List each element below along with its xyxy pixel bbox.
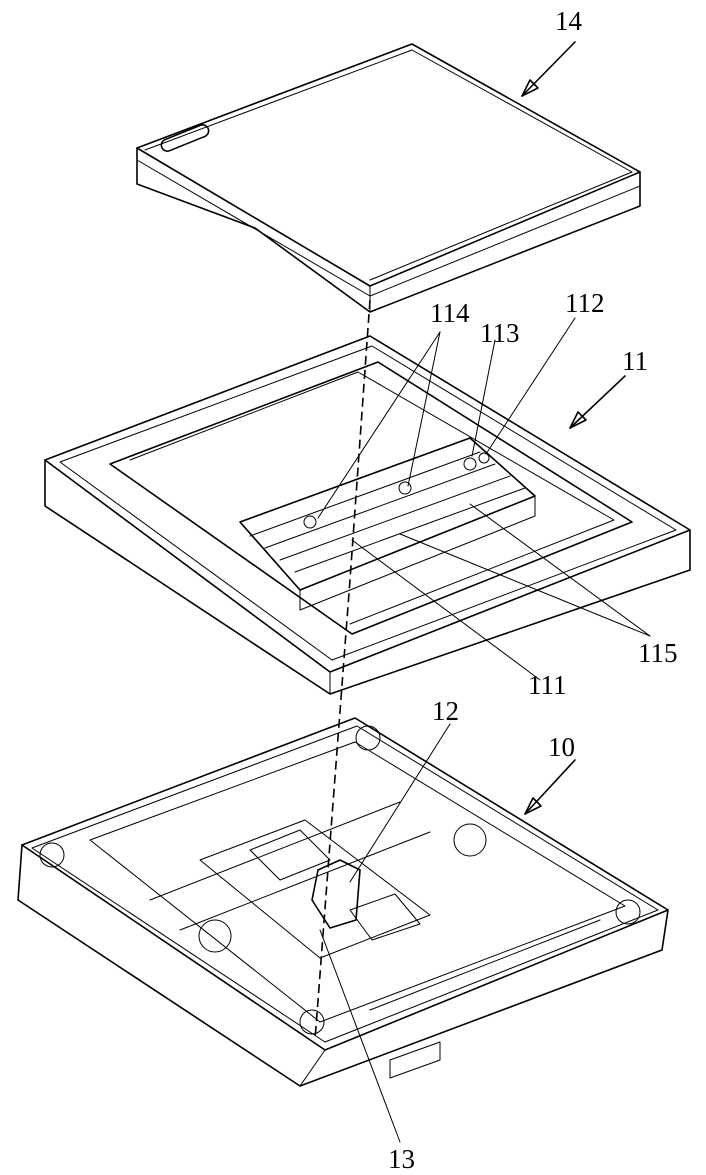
leader-lines [318, 42, 650, 1142]
base [18, 718, 668, 1086]
alignment-axis [315, 300, 370, 1040]
label-111: 111 [528, 670, 567, 700]
frame [45, 336, 690, 694]
cover-plate [137, 44, 640, 312]
label-11: 11 [622, 346, 648, 376]
label-10: 10 [548, 732, 575, 762]
label-12: 12 [432, 696, 459, 726]
label-115: 115 [638, 638, 678, 668]
label-13: 13 [388, 1144, 415, 1174]
label-14: 14 [555, 6, 583, 36]
label-113: 113 [480, 318, 520, 348]
label-114: 114 [430, 298, 470, 328]
label-112: 112 [565, 288, 605, 318]
